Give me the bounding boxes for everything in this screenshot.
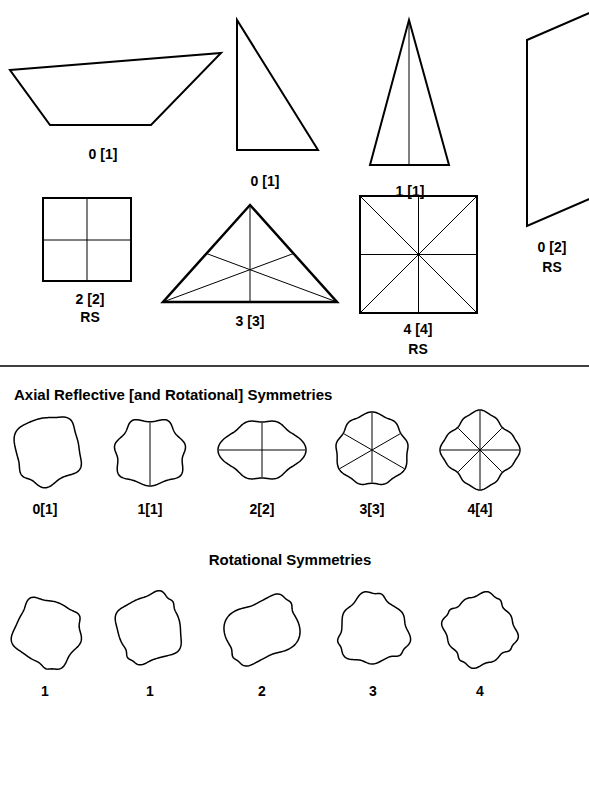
mirror-axis [262,423,263,477]
symmetry-count: 0 [1] [251,174,280,189]
mirror-axis [250,205,251,302]
right-triangle-shape [237,20,318,150]
square-shape [360,196,477,313]
mirror-axis [150,423,151,485]
parallelogram-shape [527,4,589,226]
symmetry-count: 1 [1] [396,184,425,199]
mirror-axis [163,254,294,303]
mirror-axis [360,196,477,313]
symmetry-count: 4 [476,684,484,699]
blob-shape [338,592,411,664]
blob-shape [224,594,300,666]
symmetry-count: RS [408,342,427,357]
blob-shape [440,410,520,490]
symmetry-count: 0 [1] [89,147,118,162]
symmetry-count: 1 [146,684,154,699]
symmetry-count: 0 [2] [538,240,567,255]
mirror-axis [360,196,477,313]
mirror-axis [43,240,131,241]
mirror-axis [458,428,501,471]
mirror-axis [372,413,373,482]
symmetry-count: 3[3] [360,502,385,517]
equilateral-triangle-shape [163,205,337,302]
blob-shape [218,421,306,479]
section-divider [0,365,589,367]
symmetry-count: 2 [258,684,266,699]
symmetry-count: RS [80,310,99,325]
symmetry-count: 3 [3] [236,314,265,329]
section-heading: Rotational Symmetries [209,552,372,569]
symmetry-count: 1[1] [138,502,163,517]
mirror-axis [360,254,477,255]
symmetry-count: 3 [369,684,377,699]
mirror-axis [207,254,338,303]
isosceles-triangle-shape [370,20,449,165]
symmetry-count: 1 [41,684,49,699]
symmetry-count: RS [542,260,561,275]
symmetry-count: 4 [4] [404,322,433,337]
mirror-axis [344,434,404,469]
blob-shape [11,597,81,669]
symmetry-count: 2[2] [250,502,275,517]
rectangle-shape [43,198,131,281]
blob-shape [115,420,186,486]
mirror-axis [340,434,400,469]
blob-shape [442,592,519,669]
section-heading: Axial Reflective [and Rotational] Symmet… [14,387,332,404]
symmetry-count: 2 [2] [76,292,105,307]
symmetry-count: 4[4] [468,502,493,517]
blob-shape [14,417,81,488]
blob-shape [115,591,181,665]
trapezoid-shape [10,53,221,125]
symmetry-count: 0[1] [33,502,58,517]
mirror-axis [409,20,410,165]
blob-shape [336,412,408,484]
